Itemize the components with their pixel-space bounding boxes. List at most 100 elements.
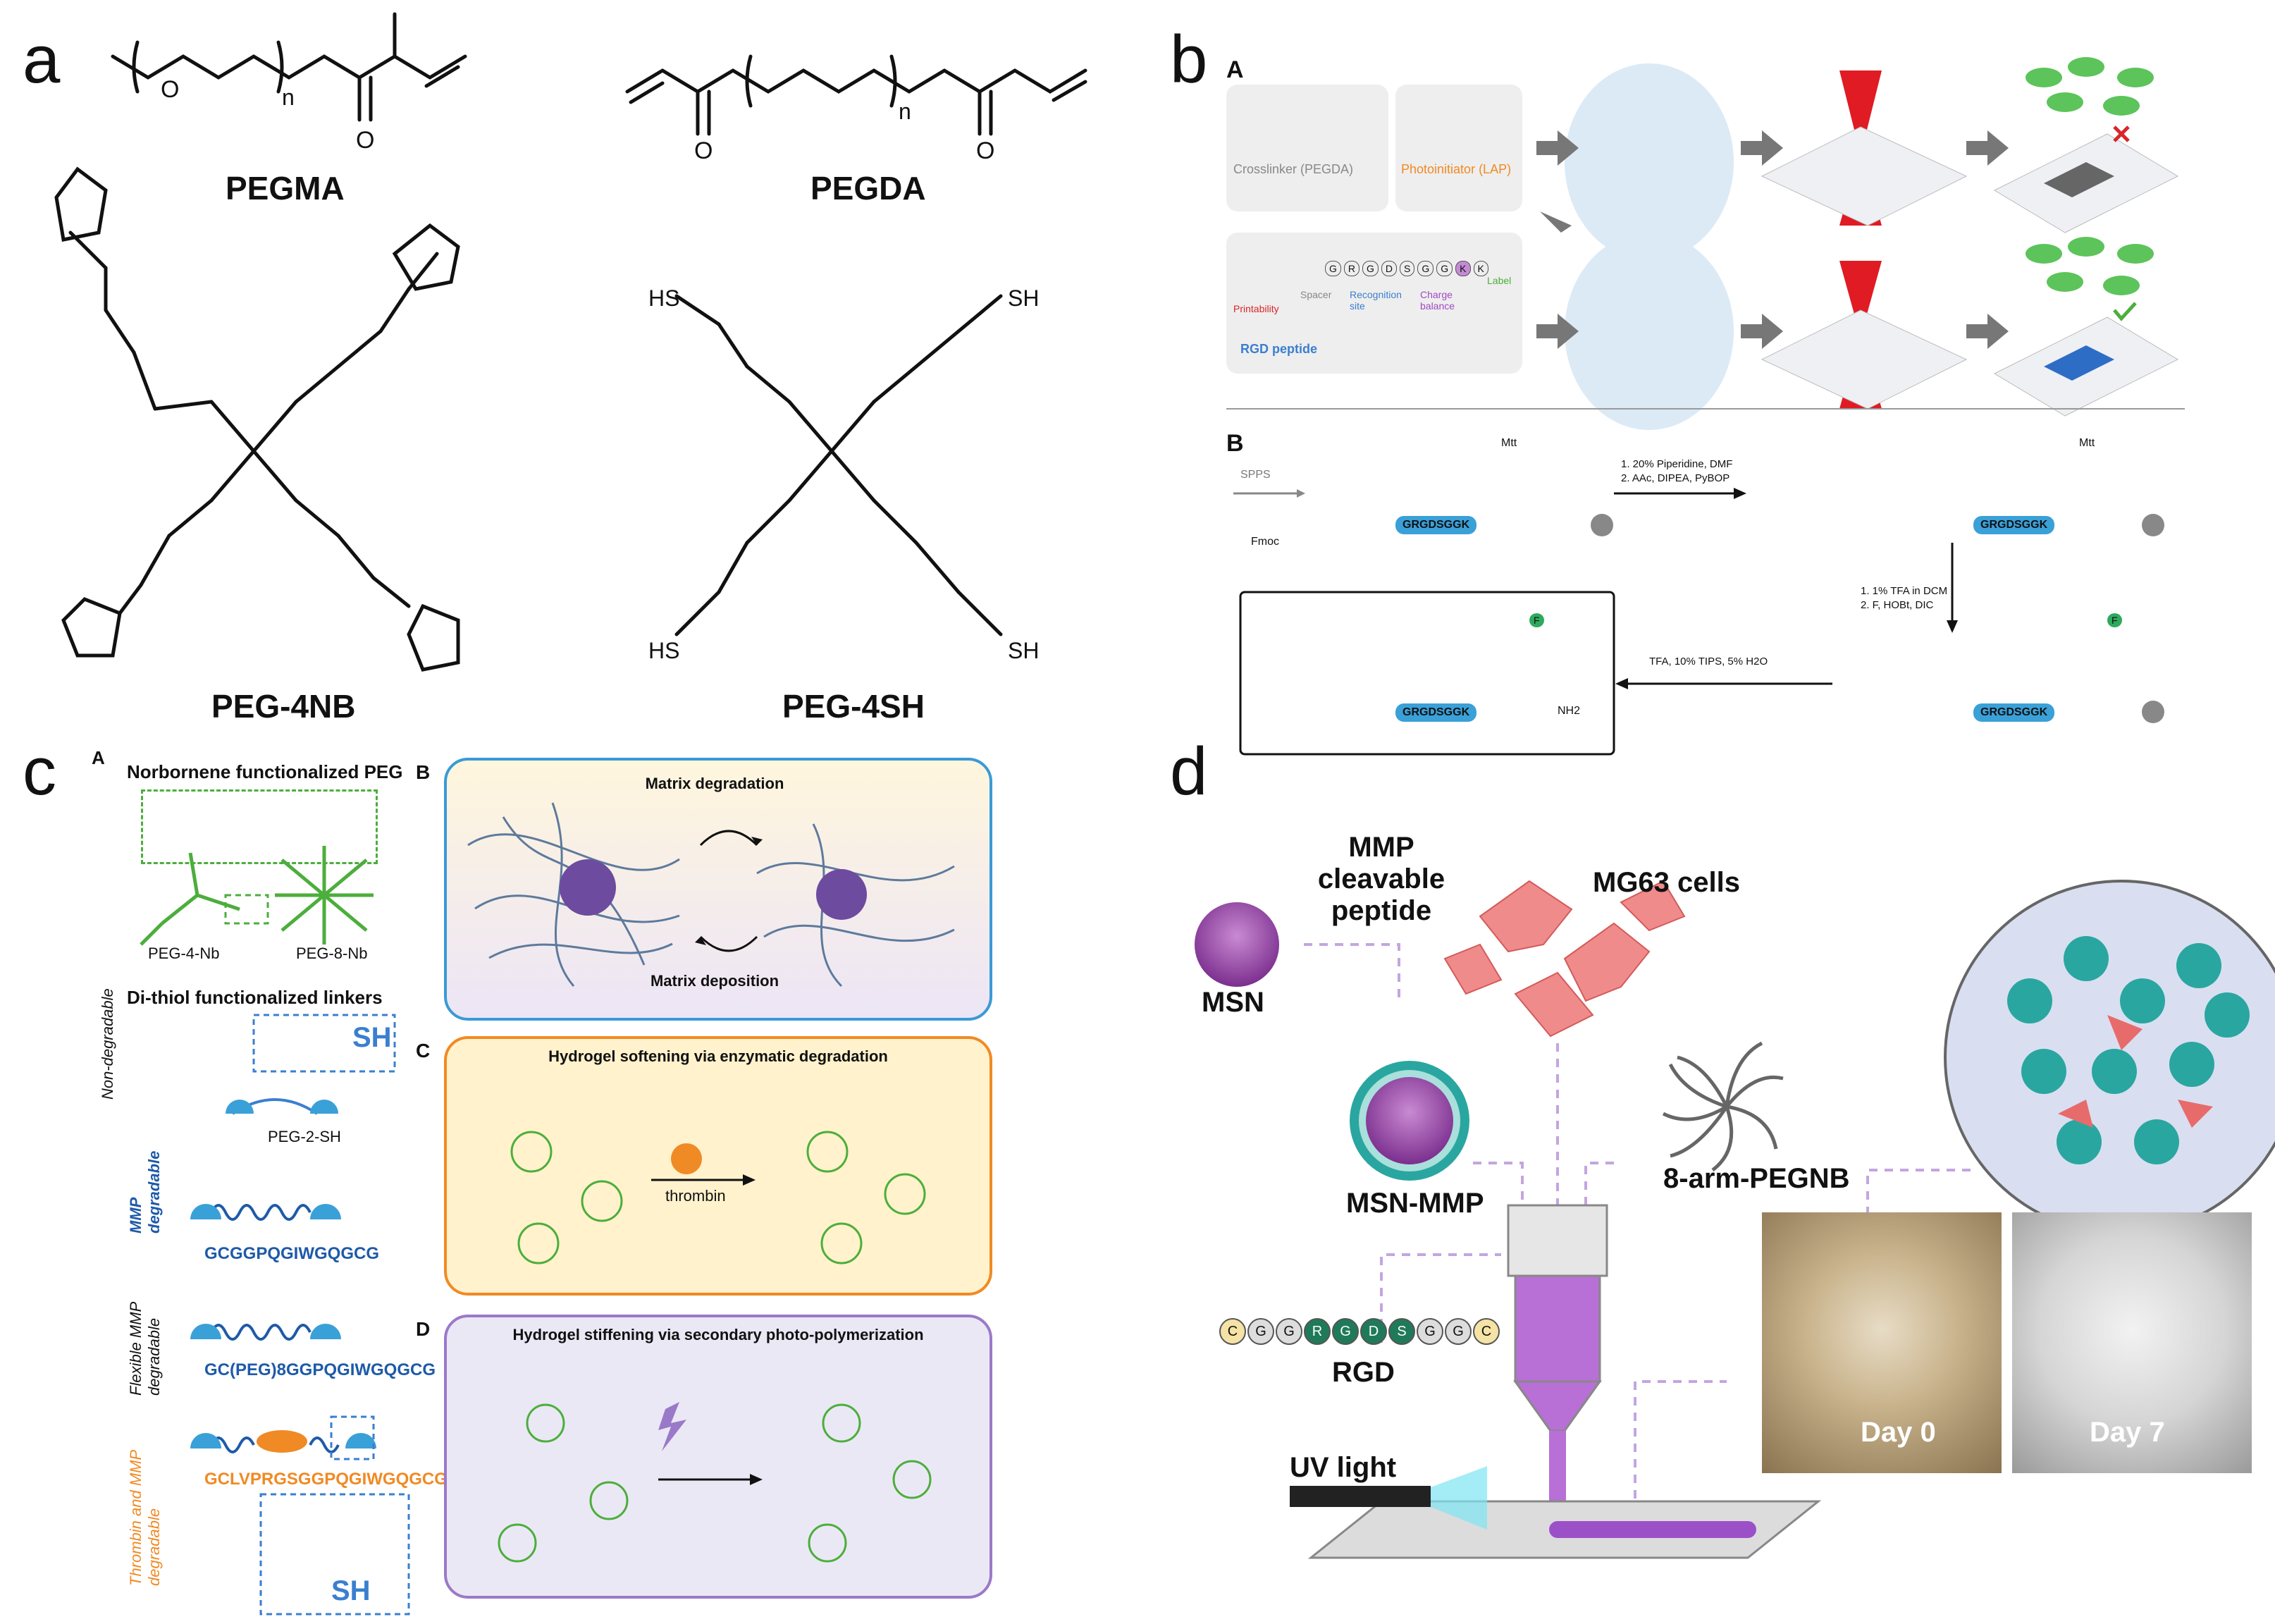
- softening-box: Hydrogel softening via enzymatic degrada…: [444, 1036, 992, 1296]
- f-label-2: F: [2107, 613, 2122, 627]
- step2-line1: 1. 1% TFA in DCM: [1861, 585, 1948, 597]
- matrix-network-graphic: [467, 802, 955, 988]
- stiffening-box: Hydrogel stiffening via secondary photo-…: [444, 1315, 992, 1599]
- rgd-seq-d: D: [1360, 1318, 1387, 1345]
- step2-line2: 2. F, HOBt, DIC: [1861, 599, 1934, 611]
- panel-letter-a: a: [23, 22, 61, 97]
- mmp-label-line1: MMP: [1348, 832, 1414, 863]
- peg8nb-label: PEG-8-Nb: [296, 945, 368, 962]
- seq-box-4: GRGDSGGK: [1395, 703, 1477, 722]
- rgd-seq-g5: G: [1445, 1318, 1472, 1345]
- mg63-label: MG63 cells: [1593, 867, 1741, 898]
- label-pegma: PEGMA: [226, 170, 345, 207]
- crosslinker-label: Crosslinker (PEGDA): [1233, 162, 1354, 176]
- seq-k2: K: [1473, 261, 1488, 276]
- fmoc-label: Fmoc: [1251, 536, 1279, 548]
- rgd-seq-c2: C: [1473, 1318, 1500, 1345]
- panel-c-section-a: A: [92, 747, 105, 768]
- step1-line2: 2. AAc, DIPEA, PyBOP: [1621, 472, 1730, 484]
- peg-da-o-right: O: [976, 137, 995, 164]
- peg-da-n-subscript: n: [899, 99, 911, 124]
- peg4sh-sh-bottom: SH: [1008, 638, 1040, 663]
- rgd-seq-g1: G: [1247, 1318, 1274, 1345]
- label-printability: Printability: [1233, 303, 1279, 314]
- f-label-1: F: [1529, 613, 1544, 627]
- seq-box-3: GRGDSGGK: [1973, 703, 2055, 722]
- label-peg-4nb: PEG-4NB: [211, 688, 356, 725]
- norbornene-box: [141, 789, 378, 864]
- panel-c-b-letter: B: [416, 761, 431, 783]
- photoinitiator-card: Photoinitiator (LAP): [1395, 85, 1522, 211]
- peg4nb-label: PEG-4-Nb: [148, 945, 220, 962]
- panel-letter-c: c: [23, 734, 56, 809]
- nh2-label: NH2: [1558, 705, 1581, 717]
- peg2sh-label: PEG-2-SH: [268, 1128, 341, 1145]
- day7-label: Day 7: [2090, 1417, 2165, 1448]
- rgd-sequence: C G G R G D S G G C: [1219, 1318, 1500, 1345]
- peg8-arm-label: 8-arm-PEGNB: [1663, 1163, 1850, 1194]
- peptide-sequence: G R G D S G G K K: [1325, 261, 1488, 276]
- label-peg-4sh: PEG-4SH: [782, 688, 925, 725]
- mtt-label-1: Mtt: [1501, 437, 1517, 449]
- stiffening-graphic: [498, 1402, 932, 1563]
- seq-r: R: [1343, 261, 1360, 276]
- day0-label: Day 0: [1861, 1417, 1936, 1448]
- photo-day0: Day 0: [1762, 1212, 2002, 1473]
- sh-label-1: SH: [352, 1022, 392, 1053]
- panel-c-left-graphics: [140, 846, 410, 1616]
- peg-ma-o-carbonyl: O: [356, 127, 375, 154]
- panel-b-section-a: A: [1226, 56, 1244, 83]
- panel-b-schematic: [1226, 57, 2185, 756]
- sh-label-2: SH: [331, 1575, 371, 1606]
- seq-box-1: GRGDSGGK: [1395, 516, 1477, 534]
- rgd-seq-g3: G: [1332, 1318, 1359, 1345]
- msn-label: MSN: [1202, 987, 1264, 1018]
- rgd-label: RGD: [1332, 1357, 1395, 1388]
- seq-g3: G: [1417, 261, 1434, 276]
- rgd-seq-g2: G: [1276, 1318, 1302, 1345]
- matrix-box: Matrix degradation Matrix deposition: [444, 758, 992, 1021]
- label-pegda: PEGDA: [810, 170, 926, 207]
- seq-s: S: [1400, 261, 1415, 276]
- label-charge: Charge balance: [1420, 289, 1455, 312]
- matrix-degradation-label: Matrix degradation: [645, 775, 784, 792]
- thrombin-label: thrombin: [665, 1187, 726, 1205]
- step3-label: TFA, 10% TIPS, 5% H2O: [1649, 656, 1768, 668]
- rgd-seq-g4: G: [1417, 1318, 1443, 1345]
- panel-letter-d: d: [1170, 734, 1208, 809]
- peg-ma-n-subscript: n: [282, 85, 295, 110]
- dithiol-title: Di-thiol functionalized linkers: [127, 987, 383, 1008]
- peg4sh-hs-top: HS: [648, 285, 680, 311]
- step1-line1: 1. 20% Piperidine, DMF: [1621, 458, 1733, 470]
- label-spacer: Spacer: [1300, 289, 1332, 300]
- mmp-seq: GCGGPQGIWGQGCG: [204, 1244, 380, 1263]
- softening-title: Hydrogel softening via enzymatic degrada…: [548, 1047, 888, 1065]
- photo-day7: Day 7: [2012, 1212, 2252, 1473]
- rgd-seq-s: S: [1388, 1318, 1415, 1345]
- label-label: Label: [1487, 275, 1512, 286]
- photoinitiator-label: Photoinitiator (LAP): [1401, 162, 1512, 176]
- msn-mmp-label: MSN-MMP: [1346, 1188, 1484, 1219]
- rgd-peptide-card: G R G D S G G K K Printability Spacer Re…: [1226, 233, 1522, 374]
- seq-g2: G: [1362, 261, 1379, 276]
- stiffening-title: Hydrogel stiffening via secondary photo-…: [512, 1326, 924, 1343]
- seq-k1: K: [1455, 261, 1471, 276]
- rgd-seq-r: R: [1304, 1318, 1331, 1345]
- peg4sh-hs-bottom: HS: [648, 638, 680, 663]
- mtt-label-2: Mtt: [2079, 437, 2095, 449]
- seq-box-2: GRGDSGGK: [1973, 516, 2055, 534]
- panel-b-section-b: B: [1226, 430, 1244, 457]
- crosslinker-card: Crosslinker (PEGDA): [1226, 85, 1388, 211]
- softening-graphic: [510, 1131, 926, 1265]
- thrombin-seq: GCLVPRGSGGPQGIWGQGCG: [204, 1470, 448, 1489]
- panel-letter-b: b: [1170, 22, 1208, 97]
- seq-g1: G: [1325, 261, 1341, 276]
- rgd-seq-c1: C: [1219, 1318, 1246, 1345]
- label-recognition: Recognition site: [1350, 289, 1402, 312]
- norbornene-title: Norbornene functionalized PEG: [127, 761, 403, 782]
- peg-da-o-left: O: [694, 137, 713, 164]
- seq-g4: G: [1436, 261, 1453, 276]
- mmp-label-line2: cleavable: [1317, 863, 1445, 894]
- panel-c-c-letter: C: [416, 1040, 431, 1062]
